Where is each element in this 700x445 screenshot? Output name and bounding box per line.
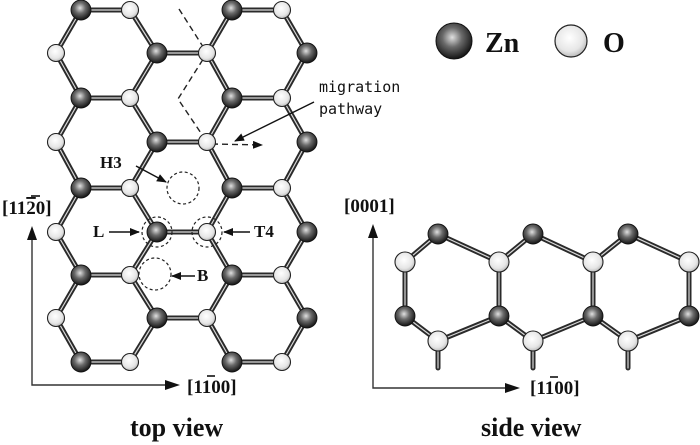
legend: Zn O xyxy=(435,22,625,60)
o-atom-icon xyxy=(617,330,639,352)
site-circle-l xyxy=(141,216,173,248)
o-atom-icon xyxy=(197,132,217,152)
o-atom-icon xyxy=(272,352,292,372)
top-view-caption: top view xyxy=(130,413,223,442)
zn-atom-icon xyxy=(617,223,639,245)
o-atom-icon xyxy=(427,330,449,352)
site-circle-t4 xyxy=(191,216,223,248)
o-atom-icon xyxy=(197,308,217,328)
o-atom-icon xyxy=(46,132,66,152)
zn-atom-icon xyxy=(296,221,318,243)
side-axes-lines xyxy=(372,228,512,389)
migration-label-line1: migration xyxy=(319,78,400,96)
zn-atom-icon xyxy=(678,305,700,327)
side-view: [0001] [1100] side view xyxy=(344,196,700,442)
zn-atom-icon xyxy=(582,305,604,327)
axis-label-1-100-side: [1100] xyxy=(530,378,580,399)
legend-label-zn: Zn xyxy=(485,28,520,59)
zn-atom-icon xyxy=(296,307,318,329)
zn-atom-icon xyxy=(70,177,92,199)
o-atom-icon xyxy=(46,308,66,328)
top-view-bonds xyxy=(53,7,310,365)
o-atom-icon xyxy=(394,251,416,273)
site-label-t4: T4 xyxy=(254,222,274,241)
o-atom-icon xyxy=(46,222,66,242)
bond-highlight xyxy=(532,315,594,342)
o-atom-icon xyxy=(120,352,140,372)
zn-atom-icon xyxy=(296,131,318,153)
o-atom-icon xyxy=(120,88,140,108)
axis-label-1-100-top: [1100] xyxy=(187,377,237,398)
zn-atom-icon xyxy=(146,307,168,329)
side-view-bonds xyxy=(402,231,692,371)
o-atom-icon xyxy=(272,0,292,20)
bond-highlight xyxy=(532,233,594,263)
migration-path-dashed xyxy=(177,8,208,143)
o-atom-icon xyxy=(197,222,217,242)
bond-highlight xyxy=(627,315,690,342)
zn-atom-icon xyxy=(146,42,168,64)
zn-atom-icon xyxy=(296,42,318,64)
site-circle-b xyxy=(138,257,172,291)
migration-direction-arrow xyxy=(211,140,263,149)
o-atom-icon xyxy=(678,251,700,273)
side-view-atoms xyxy=(394,223,700,352)
o-atom-icon xyxy=(488,251,510,273)
top-view: migration pathway [1120] [1100] top view xyxy=(2,0,400,442)
o-atom-icon xyxy=(522,330,544,352)
zn-atom-icon xyxy=(221,264,243,286)
axis-label-11-20: [1120] xyxy=(2,198,52,219)
zn-atom-icon xyxy=(221,177,243,199)
o-atom-icon xyxy=(197,43,217,63)
top-axes-lines xyxy=(31,230,172,386)
bond-highlight xyxy=(627,233,690,263)
o-atom-icon xyxy=(272,178,292,198)
legend-label-o: O xyxy=(603,28,625,59)
o-atom-icon xyxy=(272,88,292,108)
o-atom-icon xyxy=(272,265,292,285)
o-atom-icon xyxy=(120,178,140,198)
zn-atom-icon xyxy=(70,264,92,286)
arrow-right-icon xyxy=(165,380,180,390)
zn-atom-icon xyxy=(435,22,473,60)
zn-atom-icon xyxy=(146,131,168,153)
zn-atom-icon xyxy=(394,305,416,327)
site-labels: H3L T4B xyxy=(93,153,274,285)
o-atom-icon xyxy=(46,43,66,63)
zn-atom-icon xyxy=(221,351,243,373)
zn-atom-icon xyxy=(70,0,92,21)
arrow-up-icon xyxy=(27,226,37,240)
zn-atom-icon xyxy=(488,305,510,327)
site-arrow-h3 xyxy=(135,165,167,183)
site-label-l: L xyxy=(93,222,104,241)
o-atom-icon xyxy=(582,251,604,273)
zn-atom-icon xyxy=(221,87,243,109)
zn-atom-icon xyxy=(221,0,243,21)
zn-atom-icon xyxy=(522,223,544,245)
site-label-b: B xyxy=(197,266,208,285)
side-view-caption: side view xyxy=(481,413,582,442)
zn-atom-icon xyxy=(146,221,168,243)
top-view-atoms xyxy=(46,0,318,373)
side-view-axes: [0001] [1100] xyxy=(344,196,580,399)
arrow-right-icon xyxy=(505,383,520,393)
arrow-up-icon xyxy=(368,224,378,238)
zn-atom-icon xyxy=(70,351,92,373)
o-atom-icon xyxy=(120,0,140,20)
site-circle-h3 xyxy=(166,171,200,205)
migration-label-line2: pathway xyxy=(319,100,382,118)
migration-label-arrow xyxy=(234,101,315,142)
top-view-axes: [1120] [1100] xyxy=(2,195,237,398)
o-atom-icon xyxy=(554,24,588,58)
zn-atom-icon xyxy=(427,223,449,245)
bond-highlight xyxy=(437,315,500,342)
site-label-h3: H3 xyxy=(100,153,122,172)
zn-atom-icon xyxy=(70,87,92,109)
o-atom-icon xyxy=(120,265,140,285)
bond-highlight xyxy=(437,233,500,263)
axis-label-0001: [0001] xyxy=(344,196,395,217)
migration-pathway: migration pathway xyxy=(177,8,400,149)
